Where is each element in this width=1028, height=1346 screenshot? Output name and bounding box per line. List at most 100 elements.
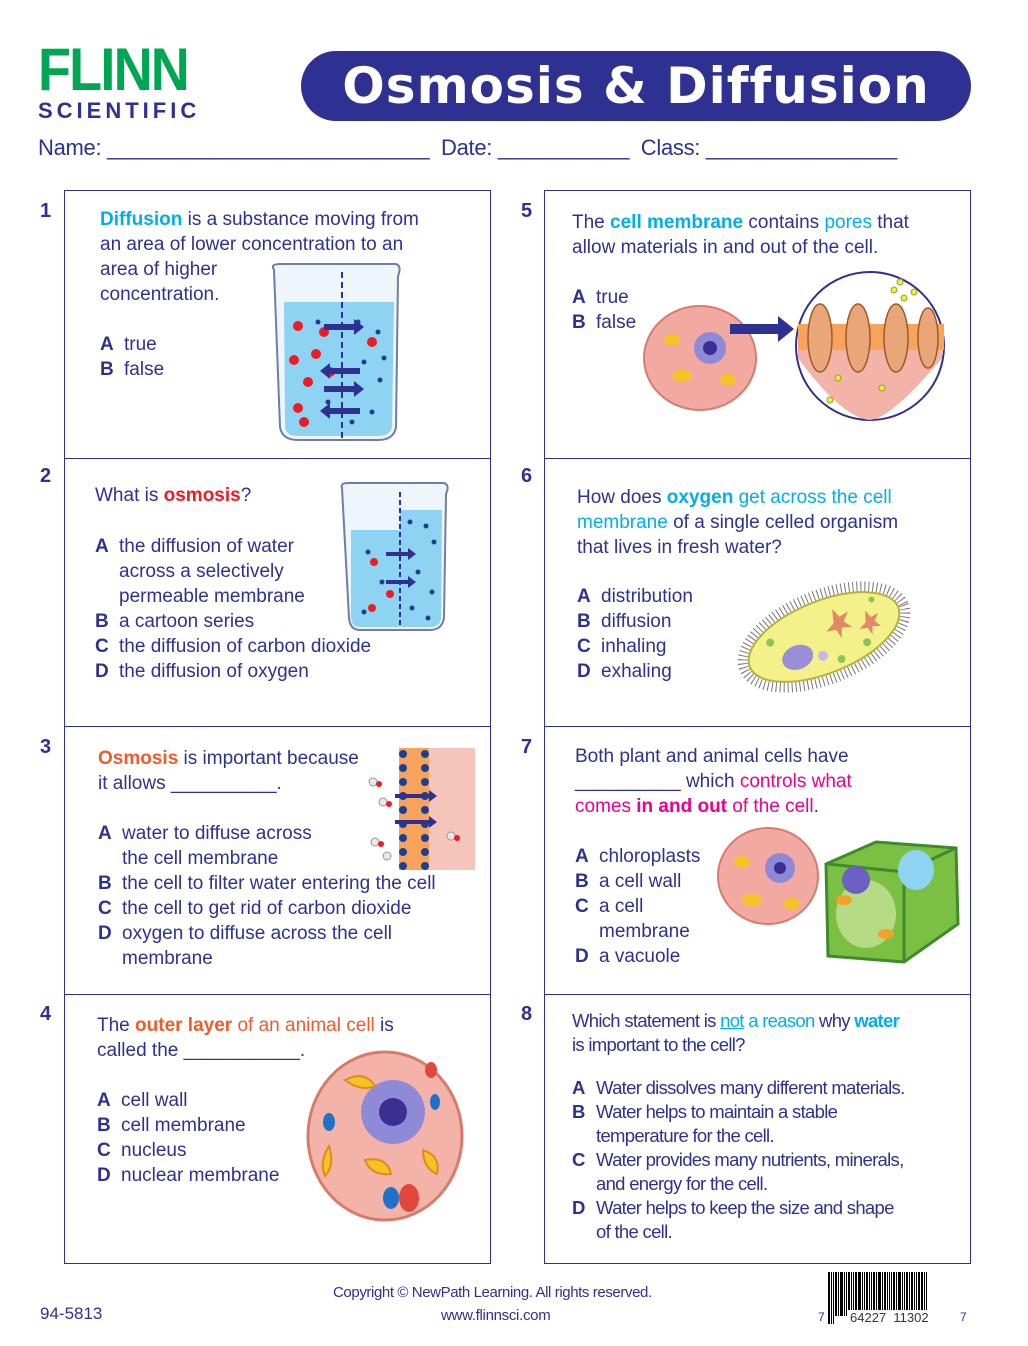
barcode-bar xyxy=(926,1272,927,1324)
barcode-bar xyxy=(893,1272,895,1316)
question-number: 5 xyxy=(521,200,533,222)
barcode-bar xyxy=(873,1272,875,1316)
barcode-bar xyxy=(884,1272,886,1316)
website-link[interactable]: www.flinnsci.com xyxy=(441,1307,551,1324)
barcode-digits: 64227 11302 xyxy=(848,1310,931,1325)
question-number: 3 xyxy=(40,736,52,758)
barcode-bar xyxy=(918,1272,920,1316)
prompt-segment: What is xyxy=(95,485,164,506)
option-text: the cell to filter water entering the ce… xyxy=(122,873,436,894)
prompt-segment: that allow materials in and out of the c… xyxy=(572,212,909,258)
question-number: 4 xyxy=(40,1003,52,1025)
option-letter: C xyxy=(577,636,591,657)
barcode-bar xyxy=(851,1272,852,1316)
question-number: 1 xyxy=(40,200,52,222)
prompt-segment: is called the ___________. xyxy=(97,1015,394,1061)
barcode-bar xyxy=(906,1272,908,1316)
option-text: a vacuole xyxy=(599,946,681,967)
option-text: water to diffuse across the cell membran… xyxy=(122,823,312,869)
option-text: the diffusion of water across a selectiv… xyxy=(119,536,305,607)
barcode-bar xyxy=(840,1272,843,1316)
option-letter: D xyxy=(98,923,112,944)
barcode-bar xyxy=(838,1272,839,1316)
barcode-bar xyxy=(889,1272,890,1316)
barcode-bar xyxy=(882,1272,883,1316)
option-text: a cell membrane xyxy=(599,896,690,942)
option-letter: B xyxy=(100,359,114,380)
barcode-bar xyxy=(878,1272,881,1316)
question-number: 8 xyxy=(521,1003,533,1025)
option-text: cell wall xyxy=(121,1090,188,1111)
option-letter: B xyxy=(572,1101,585,1122)
product-code: 94-5813 xyxy=(40,1304,103,1323)
option-letter: B xyxy=(572,312,586,333)
prompt-segment: of an animal cell xyxy=(232,1015,375,1036)
option-text: a cartoon series xyxy=(119,611,255,632)
beaker-osmosis-illustration xyxy=(340,482,449,631)
barcode-bar xyxy=(866,1272,868,1316)
prompt-segment: of the cell xyxy=(727,796,814,817)
question-number: 2 xyxy=(40,465,52,487)
prompt-segment: is important to the cell? xyxy=(572,1034,745,1055)
animal-and-plant-cell-illustration xyxy=(717,827,960,964)
barcode-bar xyxy=(896,1272,897,1316)
question-box-4 xyxy=(64,994,491,1264)
prompt-segment: of a single celled organism that lives i… xyxy=(577,512,899,558)
option-letter: D xyxy=(97,1165,111,1186)
option-letter: A xyxy=(97,1090,111,1111)
option-text: nucleus xyxy=(121,1140,187,1161)
prompt-segment: Diffusion xyxy=(100,209,183,230)
question-box-8 xyxy=(544,994,971,1264)
option-letter: C xyxy=(97,1140,111,1161)
barcode-bar xyxy=(924,1272,925,1324)
barcode-bar xyxy=(855,1272,857,1316)
prompt-segment: . xyxy=(813,796,819,817)
option-letter: B xyxy=(97,1115,111,1136)
student-info-fields[interactable]: Name: ___________________________ Date: … xyxy=(38,135,897,160)
prompt-segment: osmosis xyxy=(163,485,241,506)
option-text: true xyxy=(124,334,157,355)
option-letter: B xyxy=(575,871,589,892)
barcode-bar xyxy=(909,1272,910,1316)
option-letter: C xyxy=(98,898,112,919)
prompt-segment: The xyxy=(572,212,611,233)
question-prompt: Osmosis is important because it allows _… xyxy=(98,746,359,796)
question-prompt: How does oxygen get across the cell memb… xyxy=(577,485,898,560)
option-text: true xyxy=(596,287,629,308)
cell-membrane-pores-illustration xyxy=(643,271,945,421)
option-text: cell membrane xyxy=(121,1115,246,1136)
option-letter: A xyxy=(577,586,591,607)
option-letter: C xyxy=(572,1149,585,1170)
beaker-diffusion-illustration xyxy=(271,263,401,441)
option-letter: B xyxy=(95,611,109,632)
